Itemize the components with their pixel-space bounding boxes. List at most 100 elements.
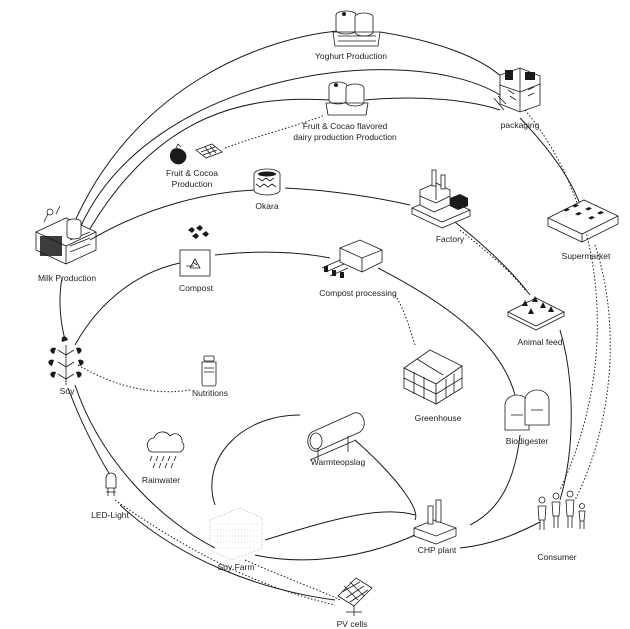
label-led: LED-Light [91,510,129,520]
node-animal-feed: Animal feed [507,296,565,347]
edge-milk-okara [89,189,256,241]
soy-plant-icon [48,336,84,385]
animal-feed-plot-icon [507,296,565,331]
rain-cloud-icon [146,431,185,469]
label-okara: Okara [255,201,278,211]
edge-soyfarm-warmte [264,511,416,541]
label-rainwater: Rainwater [142,475,180,485]
node-okara: Okara [253,168,281,211]
conveyor-machine-icon [321,239,384,278]
led-bulb-icon [105,472,117,496]
node-soy-farm: Soy Farm [209,507,263,572]
label-warmteopslag: Warmteopslag [311,457,366,467]
solar-panel-icon [337,577,373,616]
node-consumer: Consumer [537,490,586,562]
dotted-processing-greenhouse [394,294,416,346]
edge-chp-consumer [459,521,541,549]
label-fruit-cocoa-line1: Fruit & Cocoa [166,168,218,178]
node-led: LED-Light [91,472,130,520]
node-soy: Soy [48,336,84,396]
label-soy-farm: Soy Farm [218,562,255,572]
edge-chp-soyfarm [254,534,416,561]
dotted-factory-animalfeed [459,229,526,291]
node-supermarket: Supermarket [547,199,619,261]
label-compost: Compost [179,283,214,293]
label-nutritions: Nutritions [192,388,228,398]
edge-fruitdairy-packaging [364,97,501,111]
edge-soy-ledlight [67,387,111,476]
node-compost-processing: Compost processing [319,239,397,298]
node-factory: Factory [411,169,471,244]
dotted-soy-nutritions [77,364,191,393]
biodigester-domes-icon [504,389,550,431]
node-pv: PV cells [337,577,373,629]
label-factory: Factory [436,234,465,244]
label-chp: CHP plant [418,545,457,555]
silo-tanks-icon [332,10,381,47]
edge-ledlight-pv [119,504,336,601]
node-packaging: packaging [493,67,541,130]
node-biodigester: Biodigester [504,389,550,446]
nutrition-jar-icon [201,355,217,387]
dotted-soyfarm-pv [244,559,341,601]
edge-soy-compost [74,261,186,346]
label-supermarket: Supermarket [562,251,611,261]
node-chp: CHP plant [412,499,458,555]
node-fruit-dairy: Fruit & Cocao flavored dairy production … [293,81,397,142]
edge-biodigester-chp [469,434,521,526]
label-compost-processing: Compost processing [319,288,397,298]
milk-plant-icon [35,205,97,265]
dotted-supermarket-consumer [574,244,611,501]
label-yoghurt: Yoghurt Production [315,51,387,61]
connections [59,29,611,606]
edge-milk-soy [59,277,66,341]
label-consumer: Consumer [537,552,576,562]
node-compost: Compost [179,225,214,293]
greenhouse-icon [403,349,463,405]
strawberry-chocolate-icon [169,143,223,165]
silo-tanks-icon [325,81,369,116]
label-pv: PV cells [337,619,368,629]
edge-soy-soyfarm [74,384,216,549]
edge-okara-factory [284,187,411,206]
heat-storage-tank-icon [307,412,365,461]
label-packaging: packaging [501,120,540,130]
label-fruit-dairy-line1: Fruit & Cocao flavored [303,121,388,131]
label-greenhouse: Greenhouse [415,413,462,423]
label-milk: Milk Production [38,273,96,283]
packaging-machine-icon [493,67,541,113]
supermarket-icon [547,199,619,243]
edge-milk-packaging [79,69,501,229]
people-icon [537,490,586,530]
edge-warmte-loop-left [211,414,301,506]
factory-icon [411,169,471,229]
label-fruit-cocoa-line2: Production [172,179,213,189]
node-nutritions: Nutritions [192,355,228,398]
edge-yoghurt-packaging [379,31,506,81]
node-fruit-cocoa: Fruit & Cocoa Production [166,143,223,189]
edge-milk-yoghurt [71,29,351,229]
compost-bin-icon [179,225,211,277]
node-warmteopslag: Warmteopslag [307,412,366,467]
node-yoghurt: Yoghurt Production [315,10,387,61]
label-animal-feed: Animal feed [518,337,563,347]
edge-processing-biodigester [377,267,516,396]
edge-animalfeed-consumer [559,329,572,501]
chp-plant-icon [412,499,458,545]
okara-basket-icon [253,168,281,196]
node-milk: Milk Production [35,205,97,283]
edge-warmte-loop-right [354,439,417,521]
soy-field-icon [209,507,263,561]
label-biodigester: Biodigester [506,436,549,446]
edge-milk-fruitdairy [87,98,331,233]
dotted-led-pv [114,499,336,606]
dotted-fruitcocoa-fruitdairy [224,114,326,149]
dotted-packaging-consumer [524,109,598,491]
label-fruit-dairy-line2: dairy production Production [293,132,397,142]
node-rainwater: Rainwater [142,431,185,485]
label-soy: Soy [60,386,75,396]
edge-factory-animalfeed [454,221,531,296]
node-greenhouse: Greenhouse [403,349,463,423]
edge-compost-processing [214,251,331,259]
